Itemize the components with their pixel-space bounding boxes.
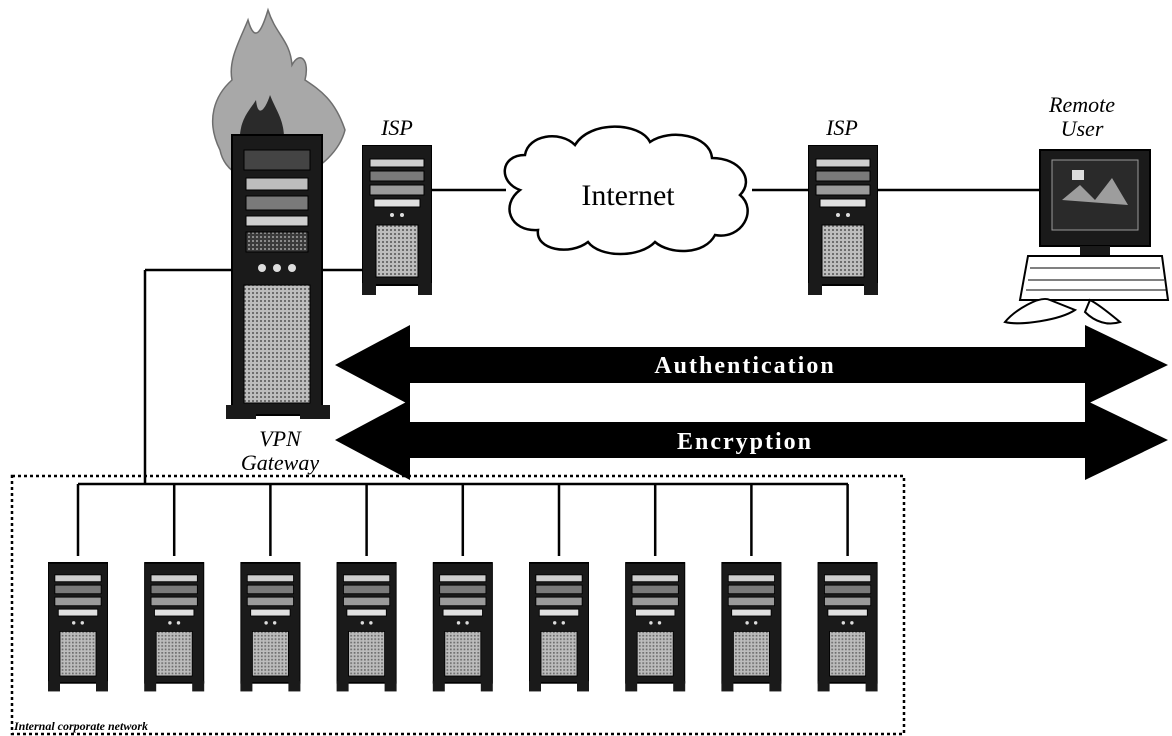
authentication-arrow: Authentication [335, 325, 1168, 405]
vpn-gateway-server-icon [226, 134, 330, 419]
internal-network-boundary [10, 474, 906, 736]
remote-user-label-line1: Remote [1048, 92, 1115, 117]
internal-servers [48, 484, 878, 693]
internal-server-icon [144, 561, 205, 693]
internal-server-icon [48, 561, 108, 693]
desktop-computer-icon [1003, 149, 1170, 325]
internal-server-icon [240, 561, 301, 693]
internal-server-icon [721, 561, 782, 693]
remote-user-label-line2: User [1061, 116, 1104, 141]
cloud-icon: Internet [503, 125, 749, 256]
isp-left-label: ISP [380, 115, 413, 140]
vpn-gateway-label-line1: VPN [259, 426, 302, 451]
internal-server-icon [336, 561, 397, 693]
internet-label: Internet [581, 179, 675, 212]
authentication-label: Authentication [654, 353, 835, 379]
encryption-arrow: Encryption [335, 400, 1168, 480]
internal-server-icon [529, 561, 589, 693]
isp-right-label: ISP [825, 115, 858, 140]
internal-server-icon [625, 561, 686, 693]
encryption-label: Encryption [677, 429, 813, 455]
vpn-gateway-label-line2: Gateway [241, 450, 319, 475]
isp-right-server-icon [808, 145, 878, 296]
internal-server-icon [432, 561, 493, 693]
internal-server-icon [817, 561, 878, 693]
isp-left-server-icon [362, 145, 432, 296]
internal-network-label: Internal corporate network [13, 719, 148, 733]
